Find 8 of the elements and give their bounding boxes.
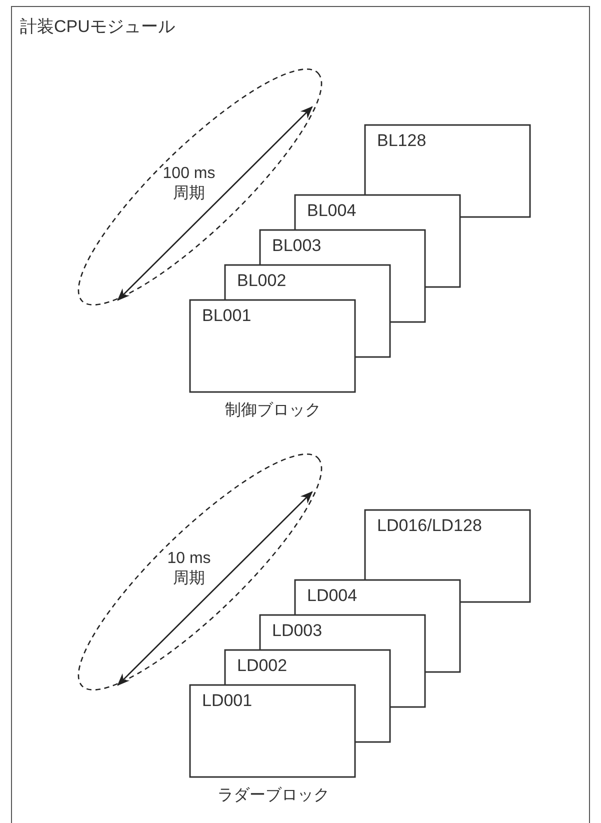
period-label: 10 ms 周期 <box>166 549 212 589</box>
module-title: 計装CPUモジュール <box>20 16 175 38</box>
caption-label: ラダーブロック <box>216 786 330 806</box>
block-label: LD001 <box>191 686 356 778</box>
block-label: BL001 <box>191 301 356 393</box>
period-label: 100 ms 周期 <box>162 164 216 204</box>
module-frame <box>11 6 590 823</box>
caption-label: 制御ブロック <box>224 401 322 421</box>
